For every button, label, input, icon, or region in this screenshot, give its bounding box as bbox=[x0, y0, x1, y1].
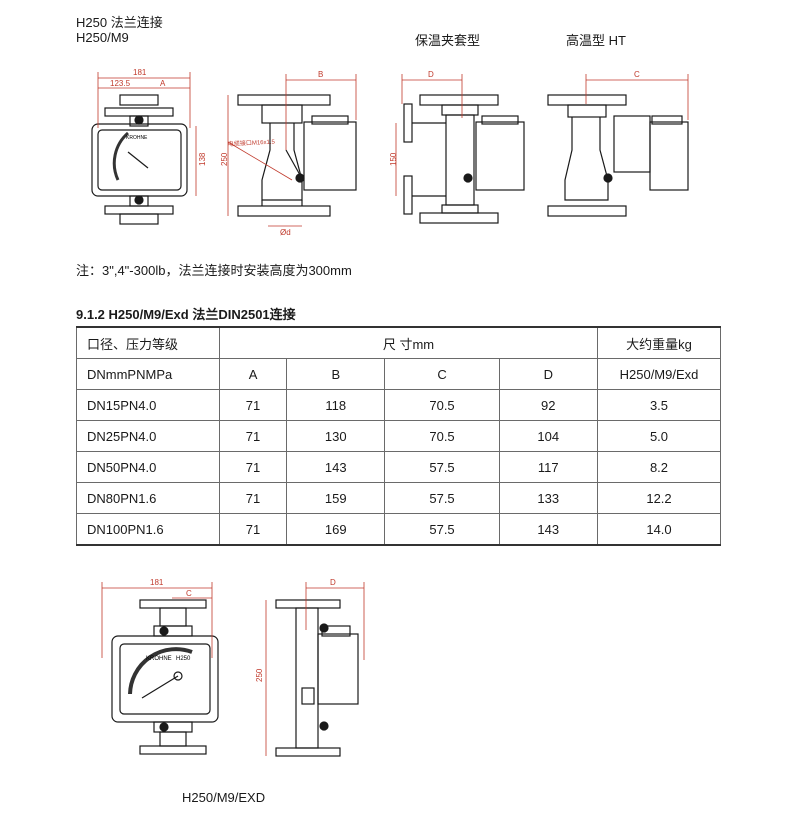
variant-insulated-label: 保温夹套型 bbox=[415, 33, 481, 48]
table-cell: 70.5 bbox=[384, 389, 500, 421]
table-cell: 70.5 bbox=[384, 420, 500, 452]
table-header-cell: 尺 寸mm bbox=[219, 326, 598, 359]
table-cell: 118 bbox=[286, 389, 386, 421]
drawing-caption: H250/M9/EXD bbox=[182, 790, 266, 805]
brand-logo-bottom: KROHNE bbox=[146, 656, 172, 662]
dim-a-label: A bbox=[160, 79, 166, 88]
table-header-cell: B bbox=[286, 358, 386, 390]
installation-note: 注：3",4"-300lb，法兰连接时安装高度为300mm bbox=[76, 263, 352, 278]
table-cell: 71 bbox=[218, 482, 288, 514]
table-cell: 8.2 bbox=[597, 451, 721, 483]
table-cell: 14.0 bbox=[597, 513, 721, 546]
model-logo-bottom: H250 bbox=[176, 656, 191, 662]
table-cell: 3.5 bbox=[597, 389, 721, 421]
table-cell: 104 bbox=[498, 420, 599, 452]
table-cell: DN25PN4.0 bbox=[76, 420, 220, 452]
table-cell: 71 bbox=[218, 513, 288, 546]
table-cell: 133 bbox=[498, 482, 599, 514]
dim-c-label: C bbox=[186, 589, 192, 598]
dim-250-label: 250 bbox=[220, 152, 229, 166]
dim-123-label: 123.5 bbox=[110, 79, 131, 88]
table-cell: 71 bbox=[218, 389, 288, 421]
table-cell: 92 bbox=[498, 389, 599, 421]
table-row: DN25PN4.0 71 130 70.5 104 5.0 bbox=[76, 420, 721, 452]
dim-181-label: 181 bbox=[133, 68, 147, 77]
table-subheader-row: DNmmPNMPa A B C D H250/M9/Exd bbox=[76, 358, 721, 390]
dim-b-label: B bbox=[318, 70, 323, 79]
table-cell: 57.5 bbox=[384, 513, 500, 546]
table-header-cell: H250/M9/Exd bbox=[597, 358, 721, 390]
dim-phi-d-label: Ød bbox=[280, 228, 291, 237]
table-row: DN100PN1.6 71 169 57.5 143 14.0 bbox=[76, 513, 721, 546]
dim-181-label: 181 bbox=[150, 578, 164, 587]
model-title: H250 法兰连接 bbox=[76, 15, 163, 30]
dim-250-label: 250 bbox=[255, 668, 264, 682]
table-cell: 12.2 bbox=[597, 482, 721, 514]
table-cell: 143 bbox=[498, 513, 599, 546]
model-subtitle: H250/M9 bbox=[76, 30, 129, 45]
dim-c-label: C bbox=[634, 70, 640, 79]
table-cell: 57.5 bbox=[384, 482, 500, 514]
table-row: DN80PN1.6 71 159 57.5 133 12.2 bbox=[76, 482, 721, 514]
table-header-cell: DNmmPNMPa bbox=[76, 358, 220, 390]
brand-logo-top: KROHNE bbox=[126, 135, 148, 141]
variant-hightemp-label: 高温型 HT bbox=[566, 33, 626, 48]
table-header-cell: 口径、压力等级 bbox=[76, 326, 220, 359]
table-cell: DN15PN4.0 bbox=[76, 389, 220, 421]
top-technical-drawing: 181 123.5 A 138 250 B D 150 C Ød 电缆接口M16… bbox=[91, 68, 689, 237]
table-row: DN50PN4.0 71 143 57.5 117 8.2 bbox=[76, 451, 721, 483]
table-cell: 71 bbox=[218, 420, 288, 452]
cable-port-label: 电缆接口M16x1.5 bbox=[228, 138, 276, 148]
table-header-cell: D bbox=[498, 358, 599, 390]
table-cell: 159 bbox=[286, 482, 386, 514]
table-row: DN15PN4.0 71 118 70.5 92 3.5 bbox=[76, 389, 721, 421]
table-cell: 57.5 bbox=[384, 451, 500, 483]
table-cell: DN100PN1.6 bbox=[76, 513, 220, 546]
dim-d-label: D bbox=[428, 70, 434, 79]
dimension-table: 口径、压力等级 尺 寸mm 大约重量kg DNmmPNMPa A B C D H… bbox=[76, 326, 721, 546]
dim-d-label: D bbox=[330, 578, 336, 587]
table-cell: 169 bbox=[286, 513, 386, 546]
table-cell: 5.0 bbox=[597, 420, 721, 452]
table-header-cell: A bbox=[218, 358, 288, 390]
dim-138-label: 138 bbox=[198, 152, 207, 166]
bottom-technical-drawing: 181 C 250 D KROHNE H250 bbox=[101, 578, 365, 757]
table-cell: 130 bbox=[286, 420, 386, 452]
section-title: 9.1.2 H250/M9/Exd 法兰DIN2501连接 bbox=[76, 307, 296, 322]
table-header-cell: 大约重量kg bbox=[597, 326, 721, 359]
dim-150-label: 150 bbox=[389, 152, 398, 166]
table-cell: 143 bbox=[286, 451, 386, 483]
table-header-row: 口径、压力等级 尺 寸mm 大约重量kg bbox=[76, 326, 721, 359]
table-cell: DN80PN1.6 bbox=[76, 482, 220, 514]
table-header-cell: C bbox=[384, 358, 500, 390]
table-cell: 117 bbox=[498, 451, 599, 483]
table-cell: 71 bbox=[218, 451, 288, 483]
table-cell: DN50PN4.0 bbox=[76, 451, 220, 483]
